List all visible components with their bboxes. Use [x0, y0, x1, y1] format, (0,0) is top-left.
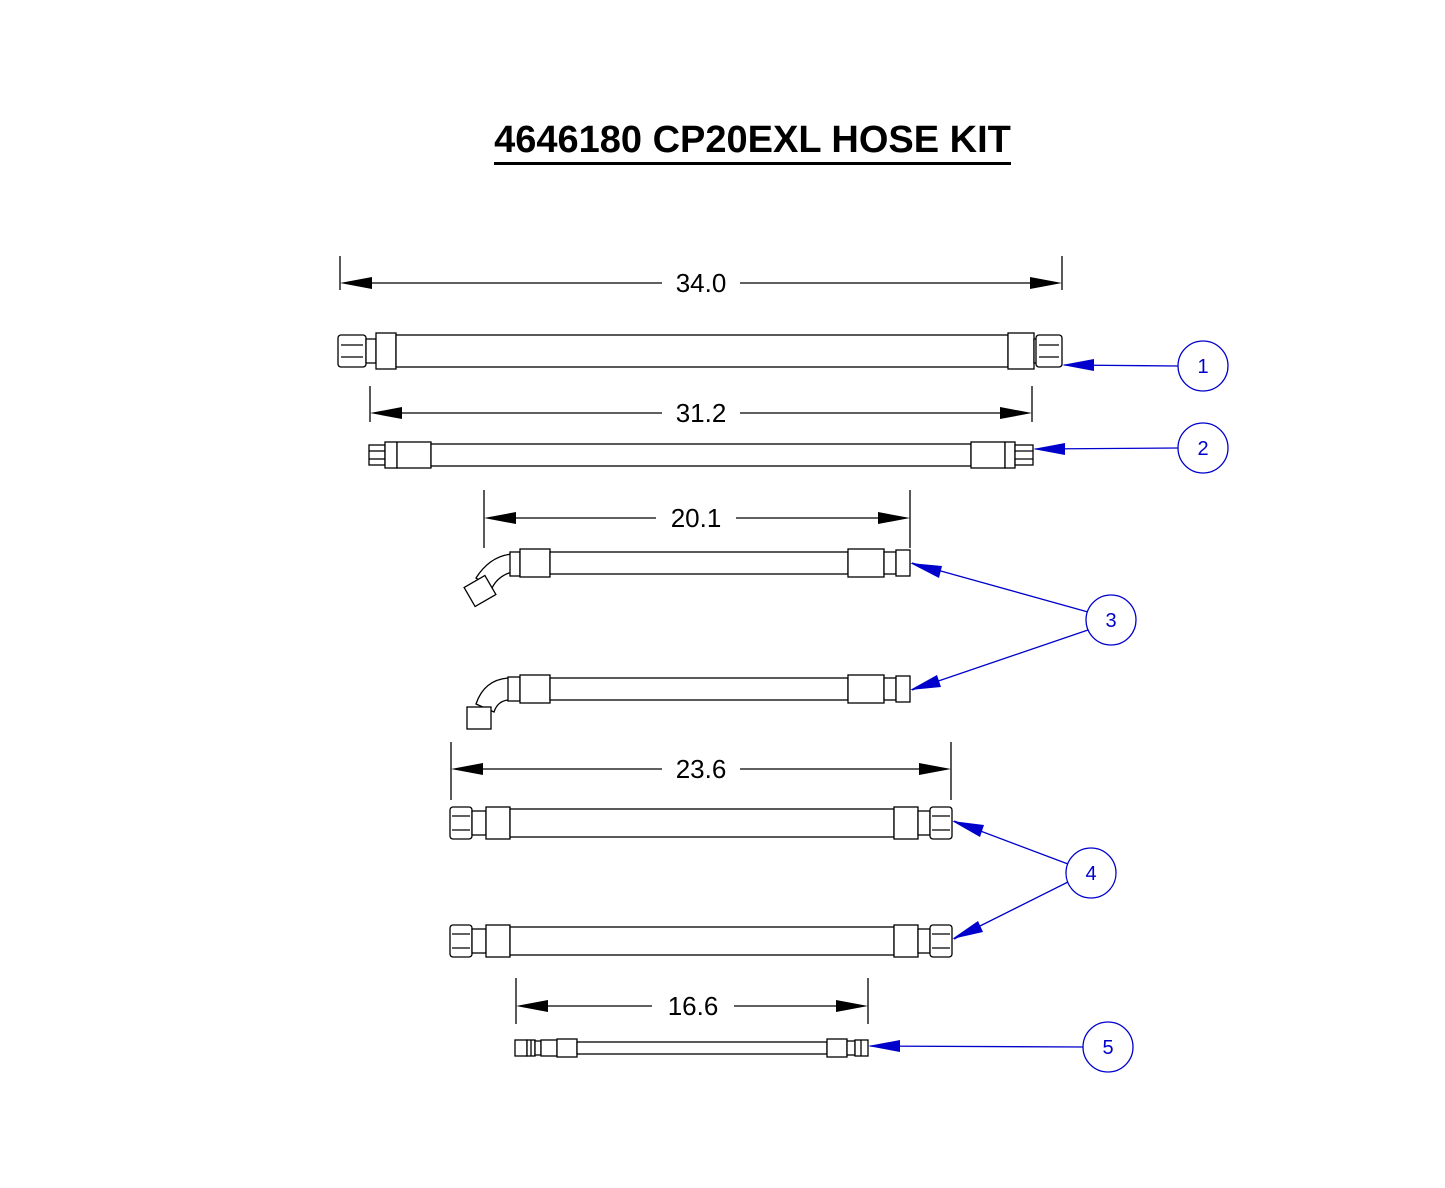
balloon-4: 4: [952, 820, 1117, 940]
dimension-label: 34.0: [676, 268, 727, 298]
hose-3-upper: [463, 548, 911, 608]
balloon-label: 1: [1197, 356, 1208, 378]
dimension-label: 23.6: [676, 754, 727, 784]
dimension-16: 16.6: [515, 978, 869, 1024]
hose-2: [368, 441, 1034, 469]
balloon-3: 3: [910, 562, 1137, 691]
hose-4-upper: [449, 806, 953, 840]
drawing-title: 4646180 CP20EXL HOSE KIT: [0, 118, 1445, 165]
dimension-label: 31.2: [676, 398, 727, 428]
dimension-34: 34.0: [339, 256, 1063, 298]
balloon-label: 2: [1197, 438, 1208, 460]
dimension-label: 20.1: [671, 503, 722, 533]
dimension-label: 16.6: [668, 991, 719, 1021]
hose-3-lower: [466, 674, 911, 730]
dimension-31: 31.2: [369, 386, 1033, 428]
hose-1: [337, 332, 1063, 370]
balloon-label: 5: [1102, 1037, 1113, 1059]
dimension-23: 23.6: [450, 742, 952, 800]
balloon-1: 1: [1062, 340, 1229, 392]
dimension-20: 20.1: [483, 490, 911, 548]
balloon-label: 4: [1085, 863, 1096, 885]
balloon-2: 2: [1033, 422, 1229, 474]
hose-4-lower: [449, 924, 953, 958]
balloon-5: 5: [868, 1021, 1134, 1073]
title-text: 4646180 CP20EXL HOSE KIT: [494, 118, 1011, 165]
balloon-label: 3: [1105, 610, 1116, 632]
hose-5: [514, 1038, 869, 1058]
